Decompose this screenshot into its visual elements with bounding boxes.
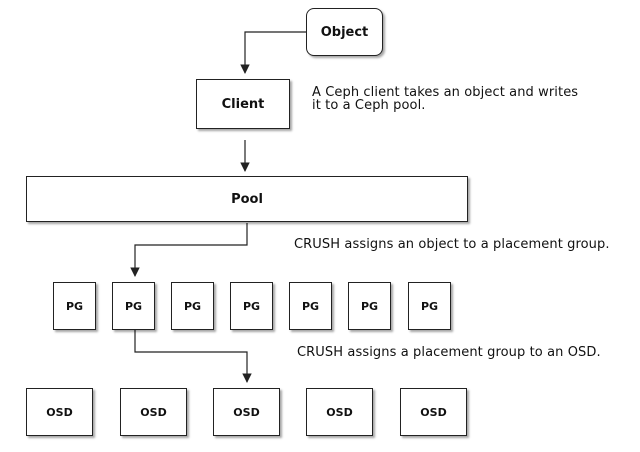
pg-node: PG [408,282,451,330]
osd-label: OSD [233,405,260,419]
pg-label: PG [420,299,439,313]
crush-osd-note: CRUSH assigns a placement group to an OS… [297,345,601,360]
pg-node: PG [289,282,332,330]
crush-pg-note: CRUSH assigns an object to a placement g… [294,237,610,252]
client-note-line1: A Ceph client takes an object and writes [312,85,579,100]
osd-node: OSD [306,388,373,436]
arrow-pool-to-pg [130,223,248,277]
pg-node: PG [230,282,273,330]
client-node: Client [196,79,290,129]
pg-label: PG [301,299,320,313]
arrow-object-to-client [240,31,306,74]
pg-label: PG [65,299,84,313]
osd-label: OSD [140,405,167,419]
osd-label: OSD [46,405,73,419]
pg-label: PG [183,299,202,313]
object-label: Object [320,24,369,40]
client-note-line2: it to a Ceph pool. [312,98,426,113]
osd-label: OSD [420,405,447,419]
pool-node: Pool [26,176,468,222]
osd-node: OSD [26,388,93,436]
osd-label: OSD [326,405,353,419]
pg-node: PG [171,282,214,330]
pg-label: PG [360,299,379,313]
object-node: Object [306,8,383,56]
client-label: Client [221,96,265,112]
osd-node: OSD [213,388,280,436]
osd-node: OSD [120,388,187,436]
pg-node: PG [348,282,391,330]
pg-label: PG [124,299,143,313]
pg-node: PG [53,282,96,330]
pool-label: Pool [231,191,263,207]
pg-node: PG [112,282,155,330]
osd-node: OSD [400,388,467,436]
arrow-pg-to-osd [134,329,252,383]
pg-label: PG [242,299,261,313]
